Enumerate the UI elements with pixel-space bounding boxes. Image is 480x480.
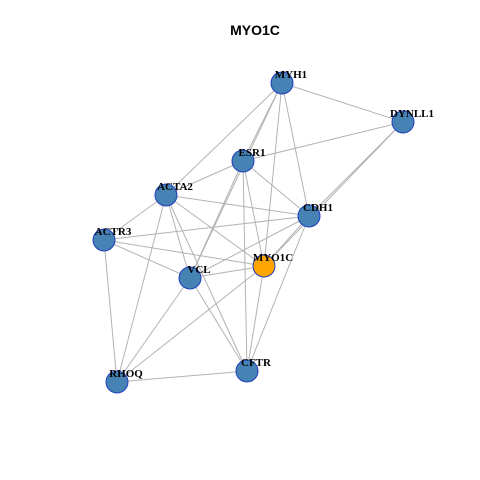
node-circle-acta2 — [154, 183, 178, 207]
edge-esr1-cdh1 — [242, 160, 310, 217]
edge-dynll1-myo1c — [263, 121, 404, 267]
edge-myh1-myo1c — [263, 82, 283, 267]
node-label-actr3: ACTR3 — [95, 226, 132, 238]
node-cftr: CFTR — [235, 357, 272, 383]
node-label-vcl: VCL — [187, 264, 210, 276]
node-label-myo1c: MYO1C — [253, 252, 293, 264]
edge-acta2-cftr — [165, 194, 248, 372]
edge-esr1-cftr — [242, 160, 248, 372]
edge-myo1c-vcl — [189, 265, 265, 279]
edge-myo1c-cftr — [246, 265, 265, 372]
node-rhoq: RHOQ — [105, 368, 143, 394]
edge-myh1-acta2 — [165, 82, 283, 196]
node-label-cftr: CFTR — [241, 357, 272, 369]
node-label-dynll1: DYNLL1 — [390, 108, 434, 120]
node-label-myh1: MYH1 — [275, 69, 307, 81]
edge-esr1-myo1c — [242, 160, 265, 267]
edge-acta2-myo1c — [165, 194, 265, 267]
edge-acta2-rhoq — [116, 194, 167, 383]
node-label-rhoq: RHOQ — [109, 368, 143, 380]
edge-vcl-rhoq — [116, 277, 191, 383]
edge-esr1-vcl — [189, 160, 244, 279]
edge-myh1-cdh1 — [281, 82, 310, 217]
edge-myo1c-rhoq — [116, 265, 265, 383]
node-myh1: MYH1 — [270, 69, 307, 95]
node-vcl: VCL — [178, 264, 211, 290]
node-label-acta2: ACTA2 — [157, 181, 193, 193]
node-circle-rhoq — [105, 370, 129, 394]
edge-layer — [103, 82, 404, 383]
edge-myh1-dynll1 — [281, 82, 404, 123]
node-circle-dynll1 — [391, 110, 415, 134]
node-circle-myo1c — [252, 254, 276, 278]
edge-vcl-cftr — [189, 277, 248, 372]
node-acta2: ACTA2 — [154, 181, 193, 207]
edge-actr3-vcl — [103, 239, 191, 279]
node-circle-cftr — [235, 359, 259, 383]
edge-cdh1-cftr — [246, 215, 310, 372]
node-circle-cdh1 — [297, 204, 321, 228]
diagram-title: MYO1C — [230, 22, 280, 38]
edge-actr3-rhoq — [103, 239, 118, 383]
node-esr1: ESR1 — [231, 147, 266, 173]
edge-myh1-vcl — [189, 82, 283, 279]
node-dynll1: DYNLL1 — [390, 108, 434, 134]
node-circle-vcl — [178, 266, 202, 290]
edge-dynll1-esr1 — [242, 121, 404, 162]
node-label-esr1: ESR1 — [239, 147, 266, 159]
edge-acta2-cdh1 — [165, 194, 310, 217]
edge-cdh1-vcl — [189, 215, 310, 279]
edge-acta2-vcl — [165, 194, 191, 279]
edge-esr1-acta2 — [165, 160, 244, 196]
node-cdh1: CDH1 — [297, 202, 333, 228]
edge-cftr-rhoq — [116, 370, 248, 383]
edge-actr3-myo1c — [103, 239, 265, 267]
edge-cdh1-actr3 — [103, 215, 310, 241]
node-circle-myh1 — [270, 71, 294, 95]
node-myo1c: MYO1C — [252, 252, 293, 278]
node-label-cdh1: CDH1 — [303, 202, 333, 214]
edge-acta2-actr3 — [103, 194, 167, 241]
node-circle-esr1 — [231, 149, 255, 173]
node-circle-actr3 — [92, 228, 116, 252]
node-actr3: ACTR3 — [92, 226, 132, 252]
